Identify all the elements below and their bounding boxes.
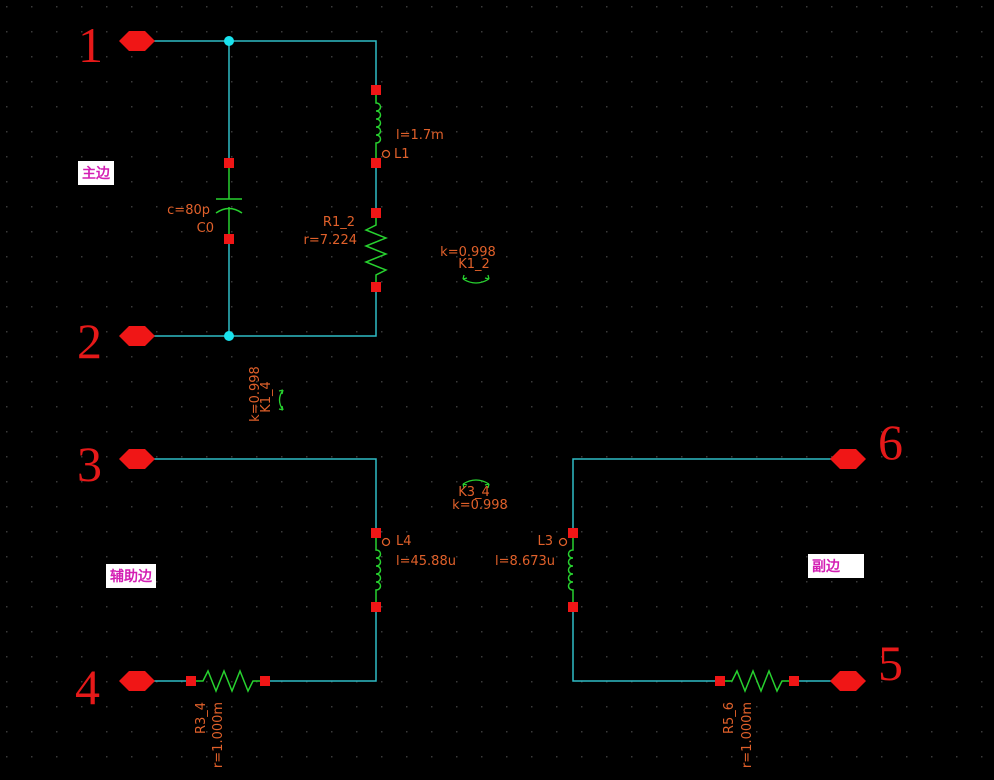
pin-c0-bottom[interactable] (224, 234, 234, 244)
pin-l1-bottom[interactable] (371, 158, 381, 168)
pin-r1-2-bottom[interactable] (371, 282, 381, 292)
pin-l3-bottom[interactable] (568, 602, 578, 612)
coupling-k3-4-symbol[interactable] (462, 479, 490, 489)
pin-l4-top[interactable] (371, 528, 381, 538)
port-number-5: 5 (878, 635, 903, 691)
k1-2-value-label: k=0.998 (440, 245, 496, 260)
note-primary: 主边 (78, 161, 114, 185)
l4-value-label: l=45.88u (396, 554, 456, 569)
wire-l4-r34[interactable] (265, 607, 377, 682)
l3-name-label: L3 (537, 534, 553, 549)
r1-2-name-label: R1_2 (323, 215, 355, 230)
pins (186, 85, 799, 686)
wires (150, 40, 833, 682)
r5-6-value-label: r=1.000m (740, 702, 755, 768)
inductor-l3[interactable] (558, 533, 574, 607)
l4-polarity-dot (381, 537, 391, 547)
port-6[interactable] (830, 449, 866, 469)
k1-4-value-label: k=0.998 (248, 366, 263, 422)
pin-r1-2-top[interactable] (371, 208, 381, 218)
port-number-2: 2 (77, 313, 102, 369)
l1-name-label: L1 (394, 147, 410, 162)
inductor-l1[interactable] (375, 90, 391, 163)
resistor-r1-2[interactable] (363, 213, 389, 287)
r5-6-name-label: R5_6 (722, 702, 737, 734)
port-5[interactable] (830, 671, 866, 691)
resistor-r5-6[interactable] (720, 668, 794, 694)
port-1[interactable] (119, 31, 155, 51)
l1-polarity-dot (381, 149, 391, 159)
k1-2-name-label: K1_2 (458, 257, 490, 272)
c0-value-label: c=80p (167, 203, 210, 218)
pin-l3-top[interactable] (568, 528, 578, 538)
capacitor-c0[interactable] (215, 163, 243, 239)
pin-c0-top[interactable] (224, 158, 234, 168)
r3-4-value-label: r=1.000m (211, 702, 226, 768)
port-number-1: 1 (78, 17, 103, 73)
pin-r3-4-right[interactable] (260, 676, 270, 686)
wire-l3-r56[interactable] (572, 607, 720, 682)
k1-4-name-label: K1_4 (259, 381, 274, 413)
port-4[interactable] (119, 671, 155, 691)
l4-name-label: L4 (396, 534, 412, 549)
pin-r5-6-left[interactable] (715, 676, 725, 686)
port-3[interactable] (119, 449, 155, 469)
coupling-k1-2-symbol[interactable] (462, 274, 490, 284)
wire-p3-top[interactable] (152, 458, 377, 533)
l1-value-label: l=1.7m (396, 128, 444, 143)
coupling-k1-4-symbol[interactable] (278, 389, 284, 411)
wire-p6-top[interactable] (572, 458, 833, 533)
port-number-4: 4 (75, 659, 100, 715)
junction-dot-bottom (224, 331, 234, 341)
l3-value-label: l=8.673u (495, 554, 555, 569)
l3-polarity-dot (558, 537, 568, 547)
port-number-3: 3 (77, 436, 102, 492)
r3-4-name-label: R3_4 (194, 702, 209, 734)
port-2[interactable] (119, 326, 155, 346)
note-secondary: 副边 (808, 554, 864, 578)
port-number-6: 6 (878, 414, 903, 470)
junction-dot-top (224, 36, 234, 46)
c0-name-label: C0 (197, 221, 214, 236)
resistor-r3-4[interactable] (191, 668, 265, 694)
pin-l4-bottom[interactable] (371, 602, 381, 612)
pin-r3-4-left[interactable] (186, 676, 196, 686)
r1-2-value-label: r=7.224 (304, 233, 357, 248)
pin-r5-6-right[interactable] (789, 676, 799, 686)
inductor-l4[interactable] (375, 533, 391, 607)
k3-4-value-label: k=0.998 (452, 498, 508, 513)
k3-4-name-label: K3_4 (458, 485, 490, 500)
pin-l1-top[interactable] (371, 85, 381, 95)
note-auxiliary: 辅助边 (106, 564, 156, 588)
